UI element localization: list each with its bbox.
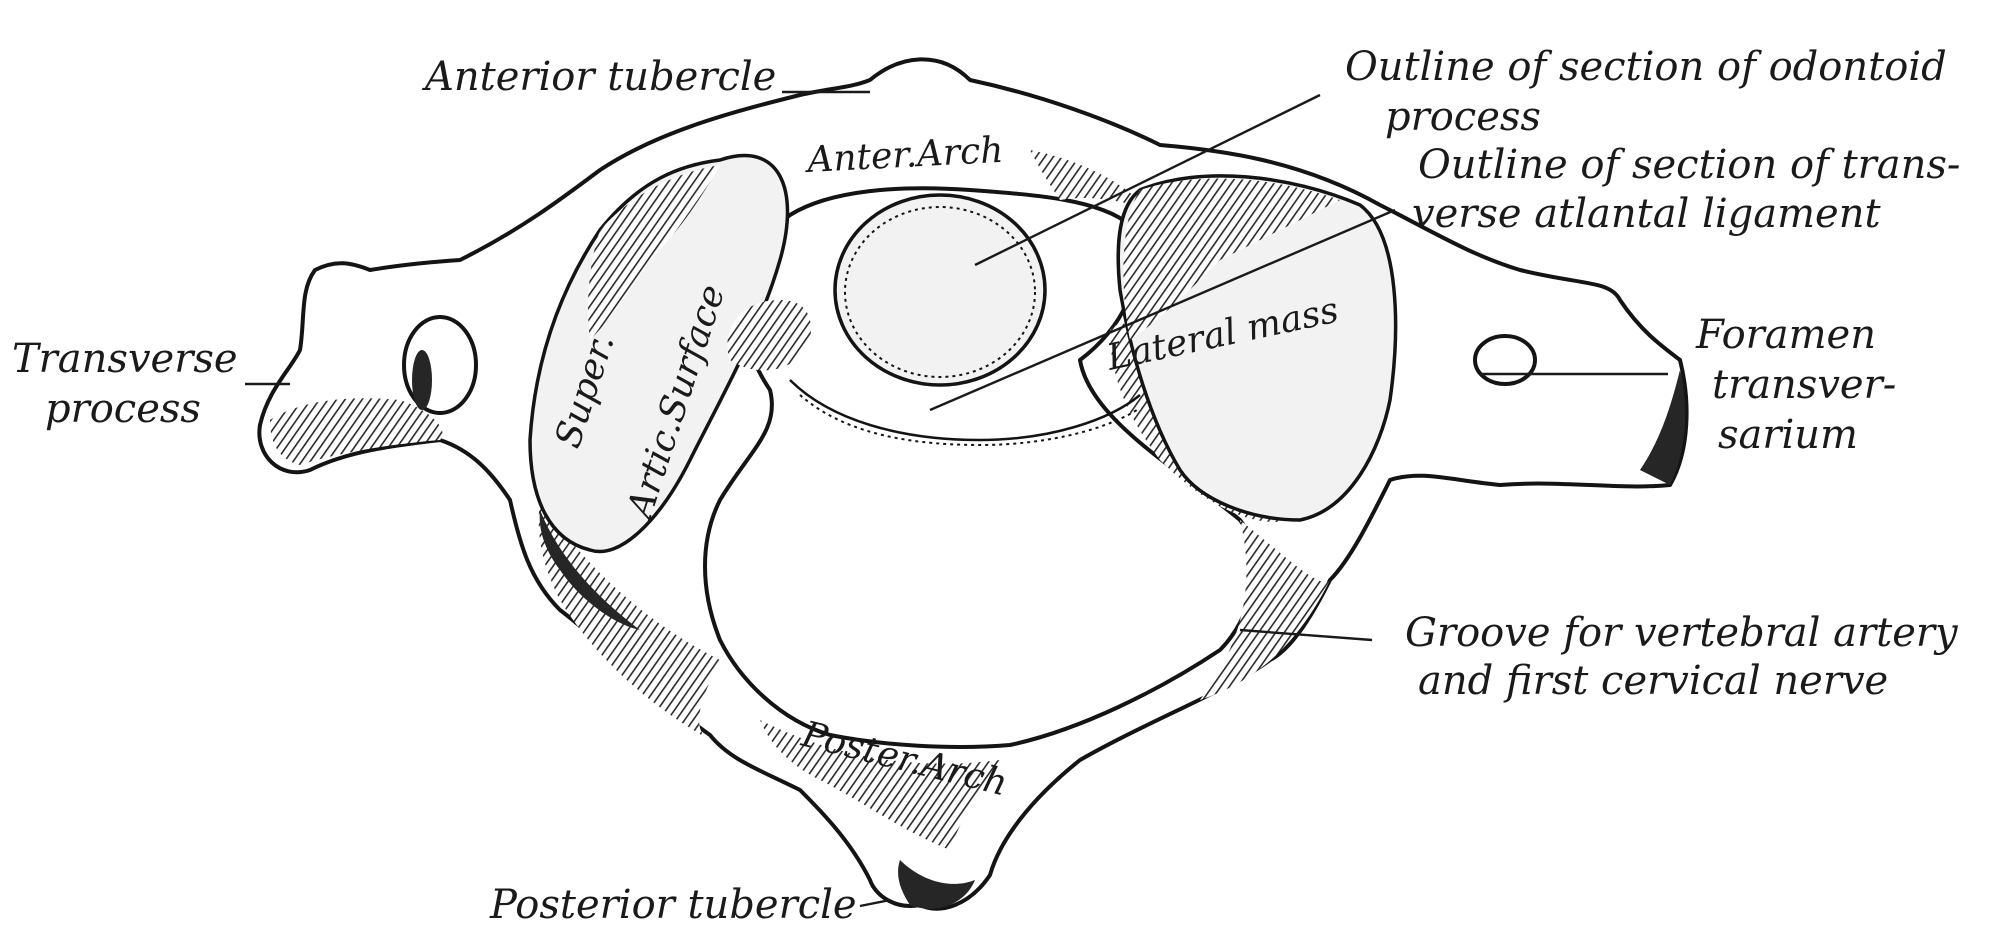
label-groove-line1: Groove for vertebral artery <box>1405 610 1959 656</box>
label-anterior-tubercle: Anterior tubercle <box>421 54 776 100</box>
right-transverse-edge <box>1640 370 1686 485</box>
label-odontoid-line2: process <box>1385 94 1541 140</box>
leader-lines <box>245 90 1668 908</box>
transverse-ligament-outline <box>789 379 1141 442</box>
transverse-ligament-dotted <box>799 394 1141 447</box>
label-groove-line2: and first cervical nerve <box>1418 658 1888 704</box>
label-foramen-line3: sarium <box>1718 412 1858 458</box>
left-arch-shading <box>538 500 720 740</box>
odontoid-process-outline <box>833 193 1047 387</box>
right-foramen-transversarium <box>1473 334 1537 386</box>
label-odontoid-line1: Outline of section of odontoid <box>1345 44 1947 90</box>
label-foramen-line1: Foramen <box>1695 312 1876 358</box>
anterior-arch-shading <box>1030 150 1150 210</box>
leader-ligament <box>929 208 1396 412</box>
posterior-tubercle-edge <box>898 860 975 909</box>
odontoid-facet-hatch <box>727 300 811 371</box>
right-facet-hatch <box>1123 178 1340 340</box>
leader-groove <box>1239 628 1373 642</box>
left-transverse-shading <box>270 398 443 465</box>
posterior-arch-shading <box>760 720 1000 850</box>
label-foramen-line2: transver- <box>1712 362 1896 408</box>
atlas-bone <box>257 57 1689 911</box>
leader-odontoid <box>974 93 1321 267</box>
label-posterior-tubercle: Posterior tubercle <box>489 882 857 928</box>
label-ligament-line2: verse atlantal ligament <box>1412 191 1881 237</box>
left-foramen-shadow <box>412 350 432 410</box>
right-arch-shading <box>1200 520 1330 700</box>
leader-posterior-tubercle <box>859 898 891 908</box>
label-transverse-line1: Transverse <box>12 336 238 382</box>
odontoid-inner-outline <box>844 206 1036 378</box>
left-facet-hatch <box>588 165 720 340</box>
label-transverse-line2: process <box>45 386 201 432</box>
label-ligament-line1: Outline of section of trans- <box>1418 142 1960 188</box>
